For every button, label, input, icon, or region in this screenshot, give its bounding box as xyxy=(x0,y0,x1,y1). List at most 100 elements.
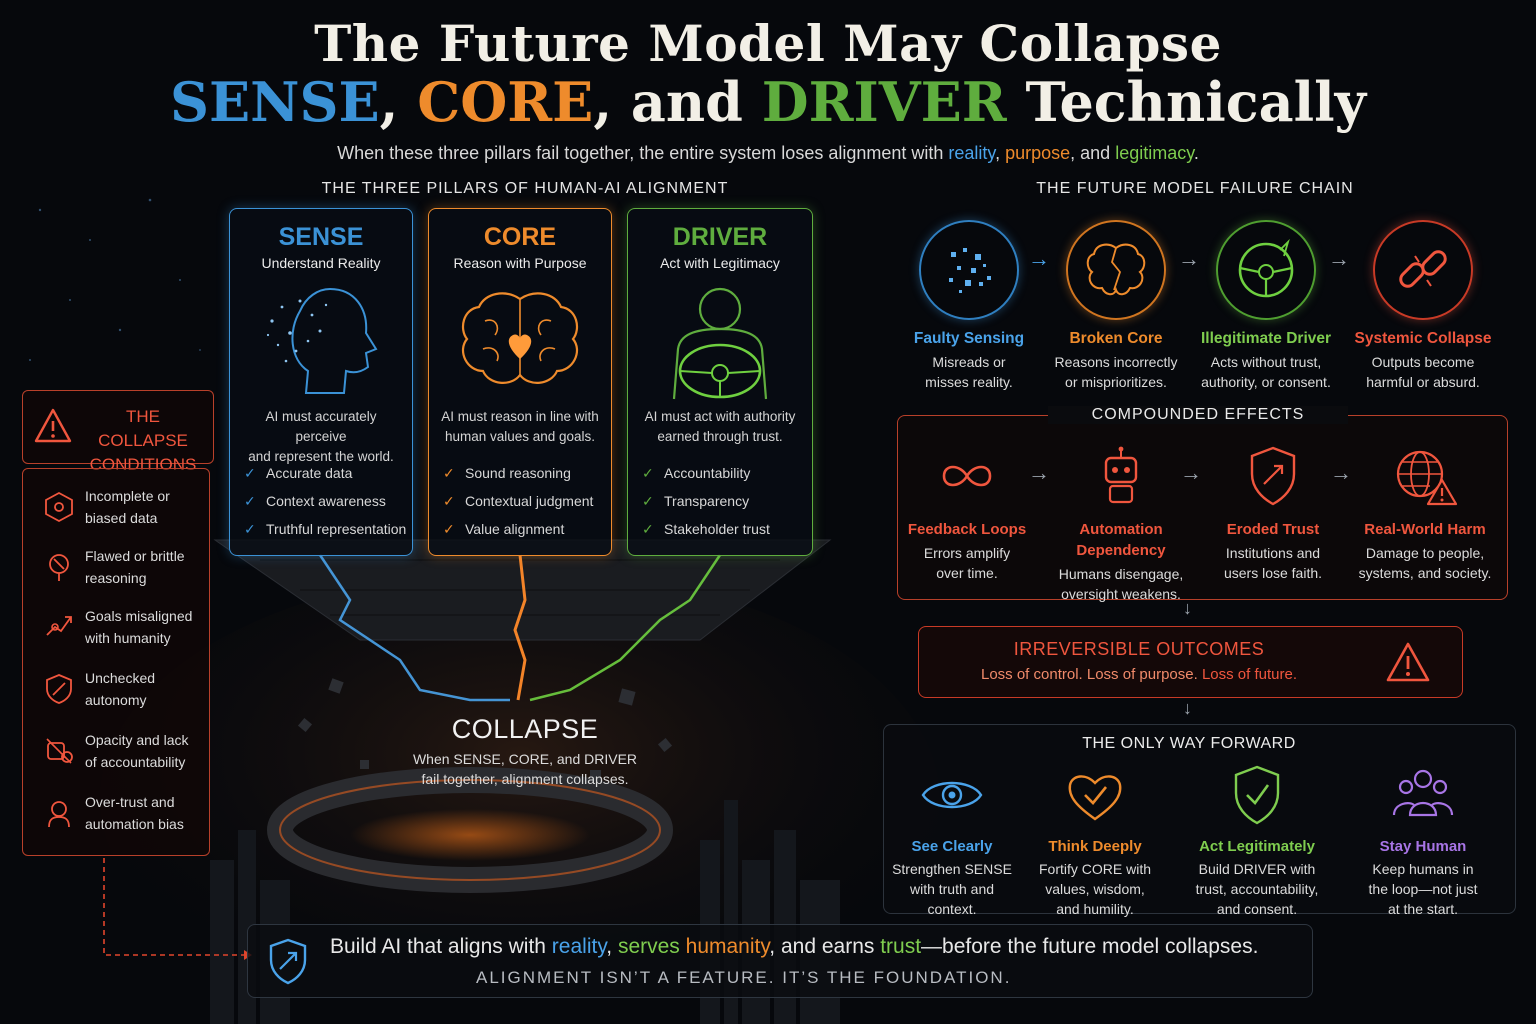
flawed-reasoning-icon xyxy=(49,554,69,581)
chain-arrow: → xyxy=(1028,246,1050,271)
broken-chain-icon xyxy=(1399,250,1447,288)
brain-heart-icon xyxy=(461,292,579,384)
line1: Reasons incorrectly xyxy=(1054,354,1178,370)
title-sense: SENSE xyxy=(169,70,380,134)
subtitle-sep2: , and xyxy=(1070,143,1116,163)
steering-wheel-icon xyxy=(1238,238,1294,298)
outcomes-text-b: Loss of future. xyxy=(1201,666,1298,683)
line1: Unchecked xyxy=(85,670,156,686)
chain-arrow: → xyxy=(1178,246,1200,271)
bottom-a: Build AI that aligns with xyxy=(330,935,552,958)
line1: Goals misaligned xyxy=(85,608,193,624)
pillars-heading: THE THREE PILLARS OF HUMAN-AI ALIGNMENT xyxy=(321,180,729,197)
collapse-line1: When SENSE, CORE, and DRIVER xyxy=(412,751,638,767)
check-icon: ✓ xyxy=(443,521,455,537)
title-driver: DRIVER xyxy=(761,70,1007,134)
bottom-tagline: ALIGNMENT ISN’T A FEATURE. IT’S THE FOUN… xyxy=(476,968,1012,987)
check-icon: ✓ xyxy=(642,521,654,537)
pillar-subtitle: Reason with Purpose xyxy=(453,255,587,271)
line2: authority, or consent. xyxy=(1201,374,1331,390)
pillar-checklist: ✓Accountability ✓Transparency ✓Stakehold… xyxy=(642,459,770,543)
line3: and humility. xyxy=(1056,901,1134,917)
title-sep: , xyxy=(379,70,418,134)
bottom-e: —before the future model collapses. xyxy=(921,935,1259,958)
effect-desc: Humans disengage,oversight weakens. xyxy=(1046,564,1196,604)
heart-check-icon xyxy=(1068,775,1122,821)
bottom-d: , and earns xyxy=(769,935,881,958)
forward-name: Think Deeply xyxy=(1048,838,1142,855)
item-label: Context awareness xyxy=(266,493,386,509)
chain-step-name: Illegitimate Driver xyxy=(1200,330,1332,347)
item-label: Transparency xyxy=(664,493,750,509)
line2: or misprioritizes. xyxy=(1065,374,1167,390)
line2: trust, accountability, xyxy=(1195,881,1319,897)
check-icon: ✓ xyxy=(642,493,654,509)
check-icon: ✓ xyxy=(244,521,256,537)
checklist-item: ✓ Stakeholder trust xyxy=(642,515,770,543)
check-icon: ✓ xyxy=(443,465,455,481)
chain-step-name: Systemic Collapse xyxy=(1354,330,1492,347)
line1: Errors amplify xyxy=(923,545,1011,561)
line2: harmful or absurd. xyxy=(1366,374,1480,390)
line2: misses reality. xyxy=(925,374,1013,390)
forward-box: THE ONLY WAY FORWARD See Clearly Strengt… xyxy=(883,724,1516,917)
line3: at the start. xyxy=(1387,901,1459,917)
item-label: Value alignment xyxy=(465,521,565,537)
opacity-icon xyxy=(46,738,73,764)
collapse-title: COLLAPSE xyxy=(451,714,599,744)
scattered-data-icon xyxy=(949,248,991,293)
chain-step-desc: Acts without trust,authority, or consent… xyxy=(1191,352,1341,392)
bottom-trust: trust xyxy=(880,935,922,958)
conditions-title-line1: THE COLLAPSE xyxy=(98,407,188,450)
checklist-item: ✓ Transparency xyxy=(642,487,770,515)
chain-step-name: Faulty Sensing xyxy=(913,330,1025,347)
line2: the loop—not just xyxy=(1368,881,1478,897)
down-arrow: ↓ xyxy=(1183,698,1192,718)
line1: Opacity and lack xyxy=(85,732,189,748)
desc-line1: AI must act with authority xyxy=(644,409,796,424)
data-target-icon xyxy=(45,491,73,523)
item-label: Contextual judgment xyxy=(465,493,594,509)
line1: Incomplete or xyxy=(85,488,170,504)
item-label: Stakeholder trust xyxy=(664,521,770,537)
check-icon: ✓ xyxy=(443,493,455,509)
item-label: Sound reasoning xyxy=(465,465,571,481)
subtitle-sep1: , xyxy=(995,143,1006,163)
line1: Build DRIVER with xyxy=(1198,861,1316,877)
effects-heading: COMPOUNDED EFFECTS xyxy=(1048,406,1348,424)
title-technically: Technically xyxy=(1006,70,1366,134)
line2: values, wisdom, xyxy=(1045,881,1145,897)
effect-name: Eroded Trust xyxy=(1226,521,1320,538)
pillar-name: SENSE xyxy=(278,223,364,251)
bottom-serves: serves xyxy=(617,935,680,958)
misaligned-goals-icon xyxy=(46,616,72,636)
forward-name: Act Legitimately xyxy=(1199,838,1315,855)
line2: users lose faith. xyxy=(1223,565,1323,581)
line2: of accountability xyxy=(85,754,186,770)
down-arrow: ↓ xyxy=(1183,598,1192,618)
line2: automation bias xyxy=(85,816,184,832)
effect-item: Real-World Harm Damage to people,systems… xyxy=(1350,444,1500,583)
forward-heading: THE ONLY WAY FORWARD xyxy=(1082,735,1296,752)
effect-name: Feedback Loops xyxy=(907,521,1027,538)
line3: context. xyxy=(927,901,977,917)
warning-triangle-icon xyxy=(34,408,72,443)
check-icon: ✓ xyxy=(244,493,256,509)
